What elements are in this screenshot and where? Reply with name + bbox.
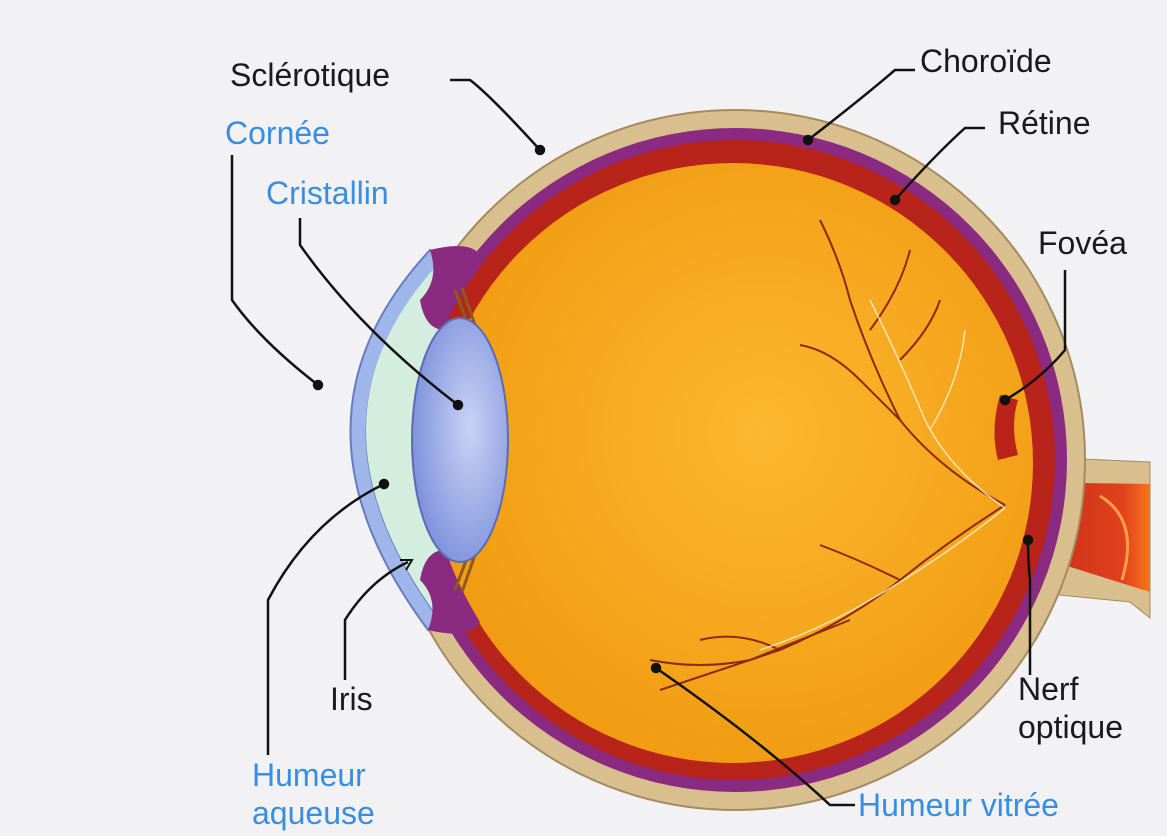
- lens: [412, 318, 508, 562]
- label-fovea: Fovéa: [1038, 224, 1127, 262]
- label-aqueuse: aqueuse: [252, 794, 375, 832]
- label-humeur-aqueuse: Humeur aqueuse: [252, 756, 375, 832]
- label-cornee: Cornée: [225, 114, 330, 152]
- label-nerf-optique: Nerf optique: [1018, 670, 1123, 746]
- label-iris: Iris: [330, 680, 373, 718]
- label-humeur: Humeur: [252, 756, 375, 794]
- label-optique: optique: [1018, 708, 1123, 746]
- label-retine: Rétine: [998, 104, 1091, 142]
- label-nerf: Nerf: [1018, 670, 1123, 708]
- label-choroide: Choroïde: [920, 42, 1052, 80]
- label-sclerotique: Sclérotique: [230, 56, 390, 94]
- label-cristallin: Cristallin: [266, 174, 389, 212]
- label-humeur-vitree: Humeur vitrée: [858, 786, 1059, 824]
